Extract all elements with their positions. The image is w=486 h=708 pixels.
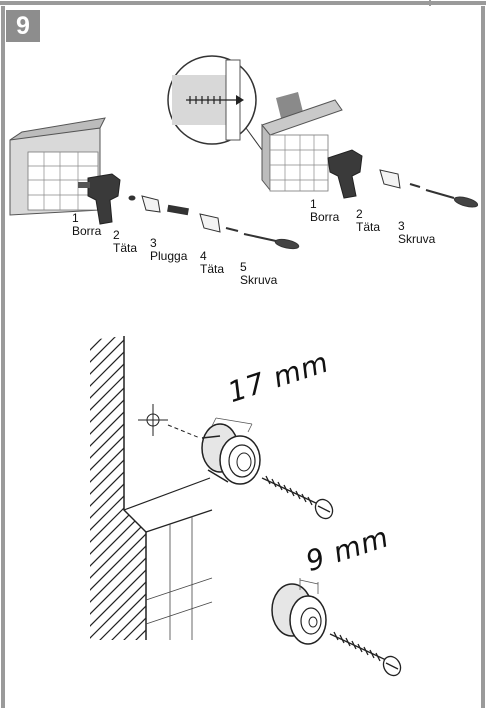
- step-left-4-num: 4: [200, 249, 207, 263]
- step-number-badge: 9: [6, 10, 40, 42]
- step-left-5-num: 5: [240, 260, 247, 274]
- step-left-5-label: Skruva: [240, 273, 278, 287]
- step-right-3-label: Skruva: [398, 232, 436, 246]
- drill-target-mark: [138, 404, 201, 439]
- step-right-2-num: 2: [356, 207, 363, 221]
- step-left-2-label: Täta: [113, 241, 138, 255]
- wall-section-hatched: [90, 336, 213, 640]
- step-left-3-num: 3: [150, 236, 157, 250]
- step-left-1: 1 Borra: [72, 212, 101, 238]
- step-right-3-num: 3: [398, 219, 405, 233]
- drill-left: [78, 173, 121, 225]
- step-left-5: 5 Skruva: [240, 261, 277, 287]
- spacer-large-17mm: [201, 417, 261, 485]
- drill-right: [327, 149, 363, 199]
- screw-large: [261, 475, 334, 520]
- spacer-small-9mm: [271, 578, 327, 645]
- step-right-1-label: Borra: [310, 210, 340, 224]
- detail-zoom-circle: [167, 55, 263, 151]
- step-right-1-num: 1: [310, 197, 317, 211]
- step-left-4-label: Täta: [200, 262, 225, 276]
- screw-small: [329, 631, 402, 677]
- step-left-2-num: 2: [113, 228, 120, 242]
- wall-left-illustration: [9, 117, 106, 216]
- step-right-2-label: Täta: [356, 220, 381, 234]
- step-right-3: 3 Skruva: [398, 220, 435, 246]
- wall-right-illustration: [261, 92, 343, 192]
- step-left-1-num: 1: [72, 211, 79, 225]
- assembly-parts-left: [128, 195, 300, 250]
- assembly-parts-right: [379, 169, 479, 208]
- step-right-1: 1 Borra: [310, 198, 339, 224]
- step-right-2: 2 Täta: [356, 208, 380, 234]
- step-left-2: 2 Täta: [113, 229, 137, 255]
- step-left-3: 3 Plugga: [150, 237, 187, 263]
- step-left-4: 4 Täta: [200, 250, 224, 276]
- step-left-3-label: Plugga: [150, 249, 188, 263]
- step-left-1-label: Borra: [72, 224, 102, 238]
